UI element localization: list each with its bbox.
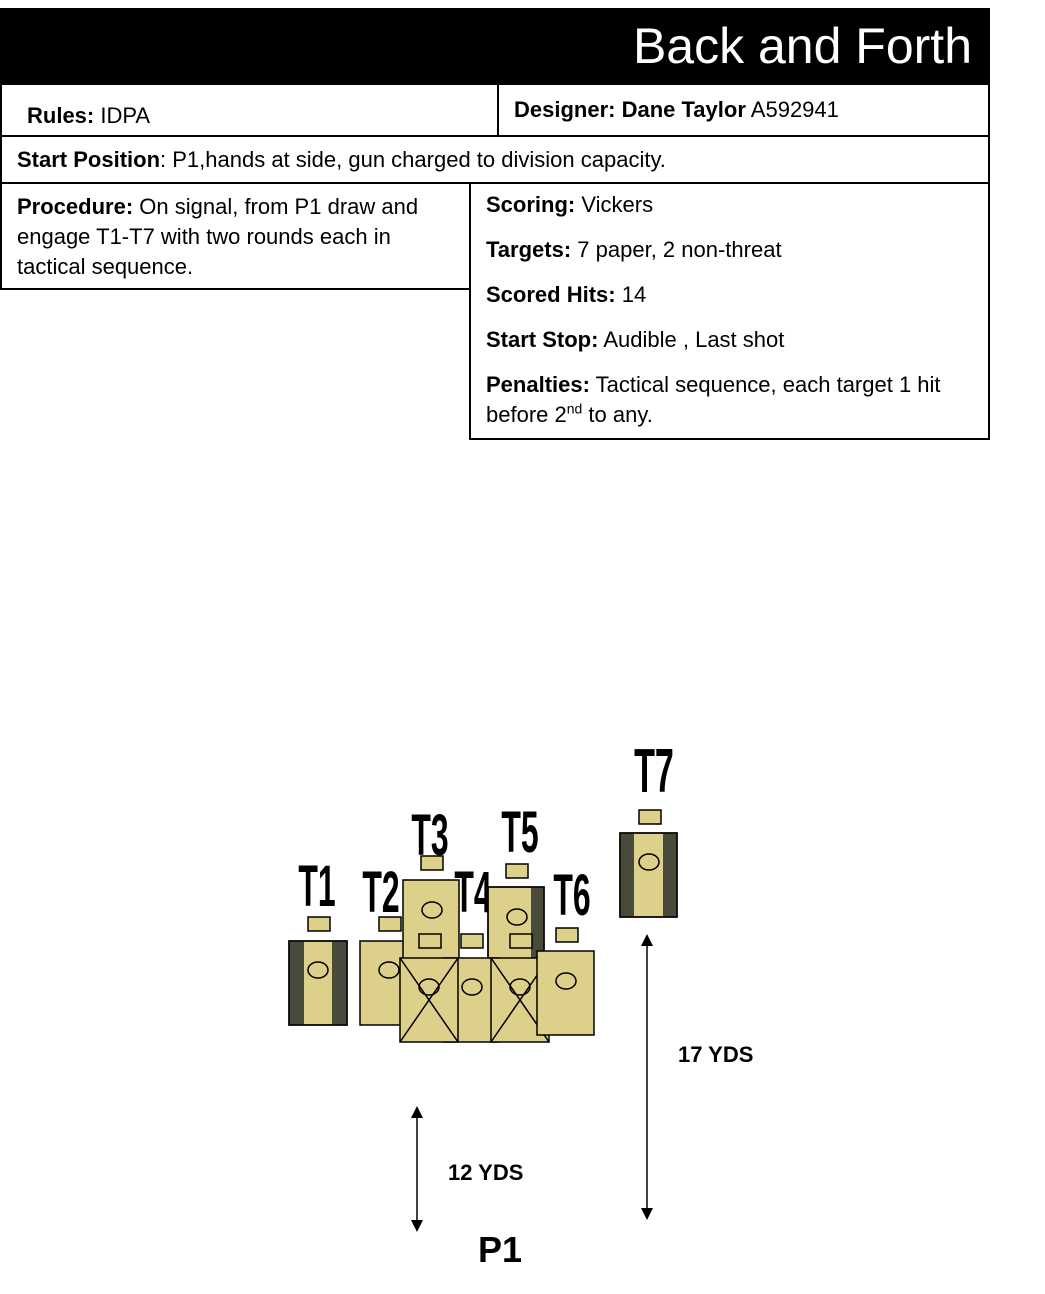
target-t1	[288, 916, 348, 1026]
rules-value: IDPA	[100, 103, 151, 128]
target-label-t4: T4	[454, 860, 491, 924]
scored-hits-row: Scored Hits: 14	[486, 280, 978, 310]
stage-details-cell: Scoring: Vickers Targets: 7 paper, 2 non…	[469, 182, 990, 440]
scoring-value: Vickers	[581, 192, 654, 217]
procedure-value: On signal, from P1 draw and engage T1-T7…	[17, 194, 419, 279]
distance-label-12: 12 YDS	[448, 1160, 523, 1185]
target-label-t1: T1	[298, 854, 335, 918]
penalties-row: Penalties: Tactical sequence, each targe…	[486, 370, 978, 430]
designer-label: Designer: Dane Taylor	[514, 97, 746, 122]
target-t7	[619, 809, 678, 918]
penalties-label: Penalties:	[486, 372, 590, 397]
scored-hits-label: Scored Hits:	[486, 282, 616, 307]
target-t5	[487, 863, 545, 972]
rules-label: Rules:	[27, 103, 95, 128]
non-threat-left	[399, 933, 459, 1043]
penalties-value: Tactical sequence, each target 1 hit bef…	[486, 372, 941, 427]
penalties-value-end: to any.	[582, 402, 653, 427]
targets-value: 7 paper, 2 non-threat	[577, 237, 782, 262]
designer-value: A592941	[750, 97, 839, 122]
start-stop-row: Start Stop: Audible , Last shot	[486, 325, 978, 355]
start-position-label: Start Position	[17, 147, 161, 172]
procedure-label: Procedure:	[17, 194, 134, 219]
penalties-superscript: nd	[566, 400, 583, 417]
procedure-cell: Procedure: On signal, from P1 draw and e…	[0, 182, 471, 290]
start-stop-label: Start Stop:	[486, 327, 599, 352]
scoring-row: Scoring: Vickers	[486, 190, 978, 220]
start-position-marker: P1	[478, 1229, 522, 1270]
scored-hits-value: 14	[621, 282, 647, 307]
page-title: Back and Forth	[632, 18, 972, 74]
target-label-t7: T7	[634, 736, 674, 805]
target-label-t5: T5	[501, 800, 538, 864]
target-t6	[536, 927, 595, 1036]
distance-label-17: 17 YDS	[678, 1042, 753, 1067]
scoring-label: Scoring:	[486, 192, 576, 217]
targets-row: Targets: 7 paper, 2 non-threat	[486, 235, 978, 265]
start-position-value: : P1,hands at side, gun charged to divis…	[160, 147, 666, 172]
start-stop-value: Audible , Last shot	[603, 327, 785, 352]
target-label-t6: T6	[553, 863, 590, 927]
target-label-t2: T2	[362, 860, 399, 924]
title-bar: Back and Forth	[0, 8, 990, 83]
targets-label: Targets:	[486, 237, 572, 262]
target-t3	[402, 855, 460, 965]
